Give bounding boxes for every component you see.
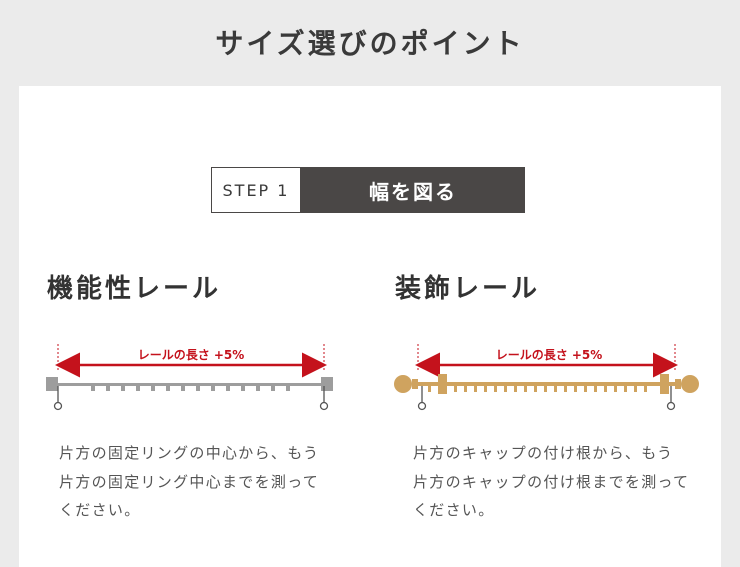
decorative-description-line: ください。 (413, 501, 495, 519)
decorative-description: 片方のキャップの付け根から、もう 片方のキャップの付け根までを測って ください。 (413, 439, 689, 525)
decorative-description-line: 片方のキャップの付け根から、もう (413, 444, 674, 462)
rail-end-right (321, 377, 333, 391)
rail-rings (428, 386, 647, 392)
step-number: STEP 1 (211, 167, 301, 213)
rail-body (58, 383, 321, 386)
bracket-left (438, 374, 447, 394)
rail-body (412, 382, 680, 386)
functional-rail-heading: 機能性レール (47, 274, 222, 304)
fixed-ring-left (53, 386, 63, 411)
step-header: STEP 1 幅を図る (211, 167, 525, 213)
end-ring-right (666, 386, 676, 411)
page-title: サイズ選びのポイント (215, 27, 525, 60)
step-label: 幅を図る (301, 167, 525, 213)
decorative-rail-heading: 装飾レール (395, 274, 541, 304)
measure-label: レールの長さ +5% (496, 347, 603, 362)
rail-runners (91, 386, 290, 391)
functional-description-line: ください。 (59, 501, 141, 519)
fixed-ring-right (319, 386, 329, 411)
bracket-right (660, 374, 669, 394)
content-card: STEP 1 幅を図る 機能性レール レールの長さ +5% (19, 86, 721, 567)
finial-right (681, 375, 699, 393)
finial-left (394, 375, 412, 393)
functional-description-line: 片方の固定リングの中心から、もう (59, 444, 320, 462)
end-ring-left (417, 386, 427, 411)
measure-label: レールの長さ +5% (138, 347, 245, 362)
functional-description-line: 片方の固定リング中心までを測って (59, 472, 320, 491)
decorative-description-line: 片方のキャップの付け根までを測って (413, 472, 690, 491)
functional-rail-diagram: レールの長さ +5% (46, 344, 333, 411)
functional-description: 片方の固定リングの中心から、もう 片方の固定リング中心までを測って ください。 (59, 439, 319, 525)
rail-end-left (46, 377, 58, 391)
decorative-rail-diagram: レールの長さ +5% (394, 344, 699, 411)
